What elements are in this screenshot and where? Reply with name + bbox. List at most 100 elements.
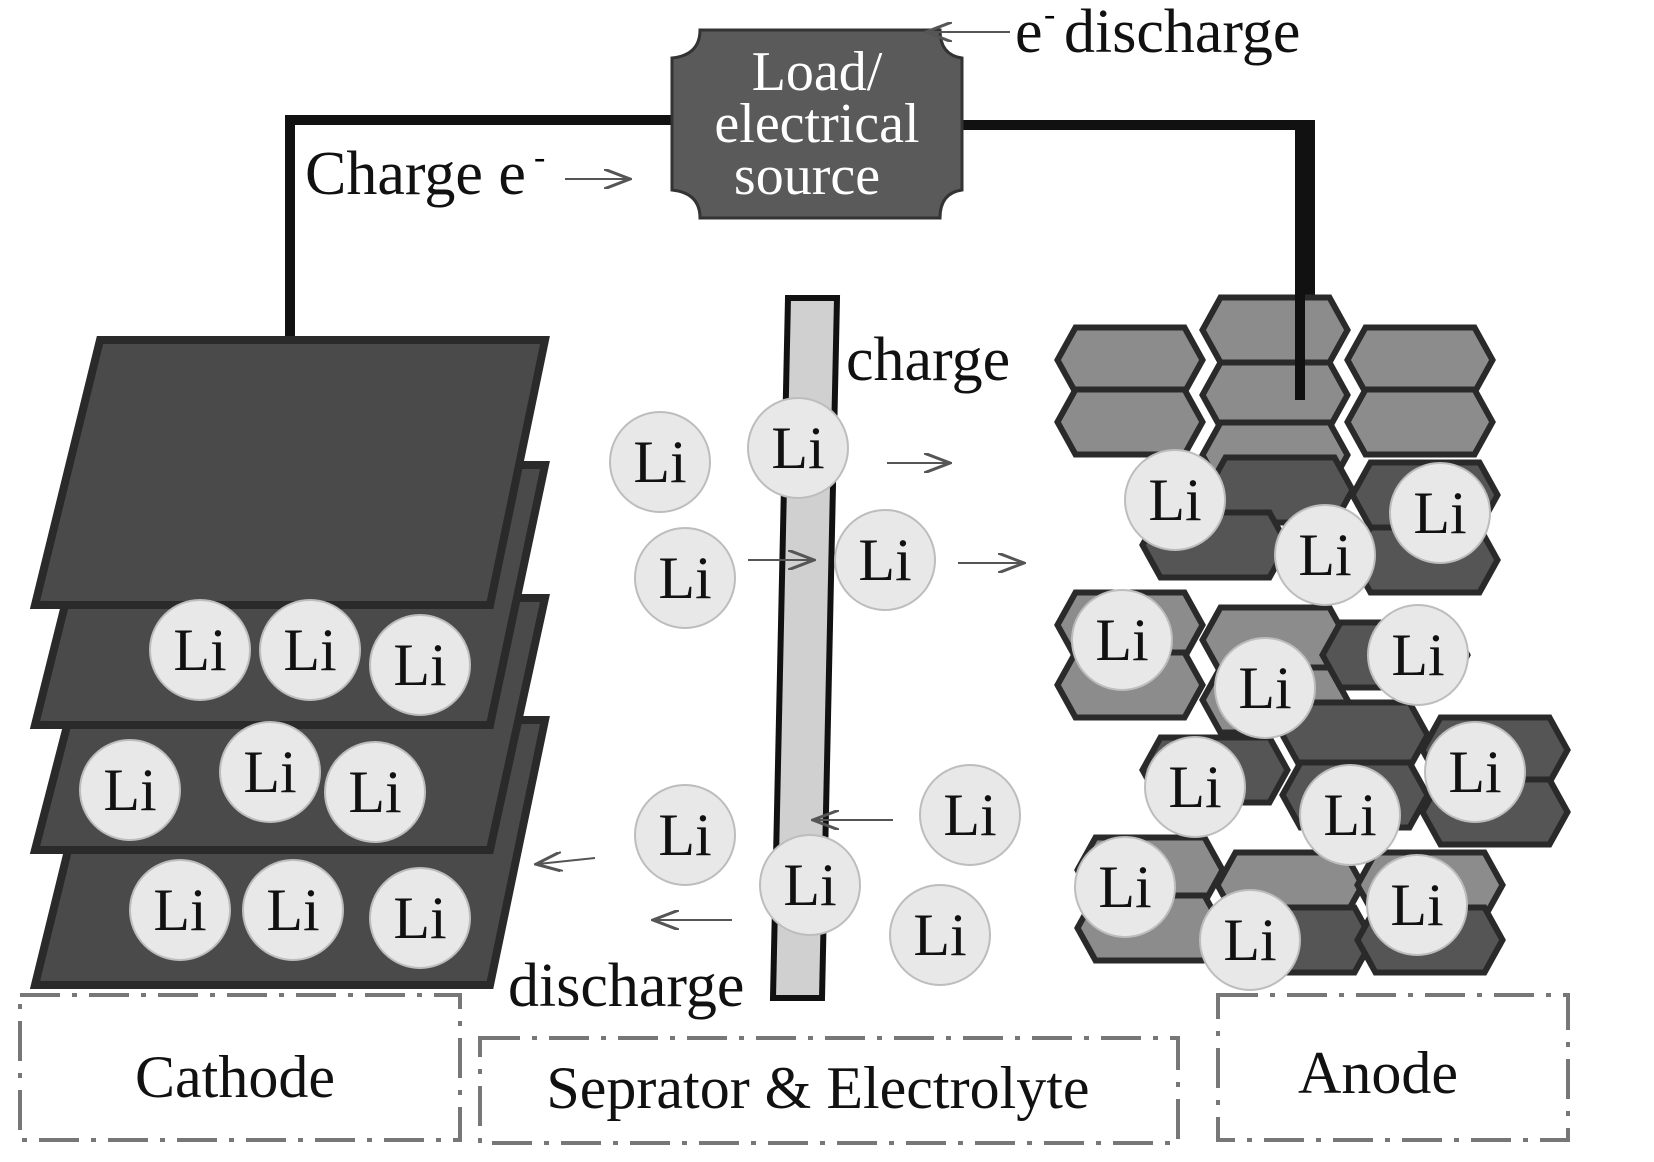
cathode-plate-1 — [29, 336, 550, 609]
li-ion-circle — [1367, 604, 1469, 706]
li-ion: Li — [79, 739, 181, 841]
anode-region-label: Anode — [1298, 1040, 1458, 1106]
li-ion-label: Li — [153, 877, 206, 943]
li-ion-circle — [1274, 504, 1376, 606]
anode-hexagon — [1054, 386, 1206, 458]
li-ion-circle — [369, 867, 471, 969]
li-ion-circle — [609, 411, 711, 513]
li-ion: Li — [219, 721, 321, 823]
li-ion-label: Li — [771, 415, 824, 481]
li-ion: Li — [1214, 637, 1316, 739]
li-ion-label: Li — [1168, 754, 1221, 820]
li-ion-label: Li — [1390, 872, 1443, 938]
discharge-electron-e: e — [1015, 0, 1043, 66]
li-ion-circle — [634, 784, 736, 886]
li-ion-label: Li — [1238, 655, 1291, 721]
li-ion-label: Li — [1098, 854, 1151, 920]
li-ion: Li — [1124, 449, 1226, 551]
li-ion: Li — [634, 784, 736, 886]
discharge-electron-sup: - — [1044, 0, 1055, 33]
li-ion: Li — [129, 859, 231, 961]
li-ion: Li — [1424, 721, 1526, 823]
li-ion-label: Li — [348, 759, 401, 825]
li-ion: Li — [634, 527, 736, 629]
anode-region-box — [1216, 993, 1570, 1142]
li-ion: Li — [324, 741, 426, 843]
li-ion-circle — [1124, 449, 1226, 551]
li-ion-circle — [259, 599, 361, 701]
li-ion-circle — [1214, 637, 1316, 739]
li-ion: Li — [759, 834, 861, 936]
li-ion-circle — [1144, 736, 1246, 838]
discharge-label: discharge — [508, 952, 744, 1020]
li-ion-label: Li — [658, 802, 711, 868]
li-ion: Li — [1366, 854, 1468, 956]
charge-electron-label-group: Charge e - — [305, 139, 628, 208]
li-ion-circle — [1199, 889, 1301, 991]
li-ion-circle — [149, 599, 251, 701]
li-ion: Li — [1074, 836, 1176, 938]
li-ion-label: Li — [943, 782, 996, 848]
li-ion-circle — [1071, 589, 1173, 691]
anode-hexagon — [1199, 294, 1351, 366]
li-ion-label: Li — [393, 632, 446, 698]
li-ion: Li — [1367, 604, 1469, 706]
li-ion: Li — [1299, 764, 1401, 866]
region-boxes: Cathode Seprator & Electrolyte Anode — [18, 993, 1570, 1145]
li-ion-circle — [1074, 836, 1176, 938]
li-ion-label: Li — [1148, 467, 1201, 533]
charge-electron-sup: - — [534, 139, 545, 176]
li-ion-label: Li — [103, 757, 156, 823]
li-ion-circle — [324, 741, 426, 843]
charge-electron-word: Charge e — [305, 140, 526, 208]
charge-label: charge — [846, 326, 1010, 394]
li-ion: Li — [834, 509, 936, 611]
cathode-region-label: Cathode — [135, 1044, 335, 1110]
discharge-electron-label-group: e - discharge — [928, 0, 1300, 66]
li-ion-label: Li — [1095, 607, 1148, 673]
discharge-electron-word: discharge — [1064, 0, 1300, 66]
li-ion-label: Li — [266, 877, 319, 943]
li-ion: Li — [889, 884, 991, 986]
li-ion-label: Li — [858, 527, 911, 593]
li-ion-circle — [129, 859, 231, 961]
li-ion: Li — [369, 614, 471, 716]
li-ion-circle — [834, 509, 936, 611]
separator-region-label: Seprator & Electrolyte — [546, 1055, 1089, 1121]
li-ion: Li — [1071, 589, 1173, 691]
li-ion-label: Li — [393, 885, 446, 951]
li-ion-label: Li — [1391, 622, 1444, 688]
li-ion-circle — [634, 527, 736, 629]
li-ion-circle — [1299, 764, 1401, 866]
li-ion: Li — [259, 599, 361, 701]
li-ion: Li — [747, 397, 849, 499]
li-ion: Li — [242, 859, 344, 961]
li-ion-label: Li — [913, 902, 966, 968]
li-ion: Li — [1389, 462, 1491, 564]
li-ion: Li — [1144, 736, 1246, 838]
discharge-arrow-2 — [538, 858, 596, 864]
wire-left — [285, 115, 672, 432]
li-ion-circle — [919, 764, 1021, 866]
anode-hexagon — [1344, 324, 1496, 396]
separator-region-box — [478, 1036, 1180, 1145]
li-ion-circle — [1389, 462, 1491, 564]
li-ion: Li — [1199, 889, 1301, 991]
li-ion-label: Li — [1448, 739, 1501, 805]
load-box-shape — [670, 28, 964, 220]
li-ion-label: Li — [1413, 480, 1466, 546]
load-source-box: Load/ electrical source — [670, 28, 964, 220]
li-ion-circle — [369, 614, 471, 716]
load-box-line2: electrical — [714, 93, 919, 155]
li-ion-circle — [242, 859, 344, 961]
load-box-line3: source — [734, 145, 880, 207]
li-ion-label: Li — [633, 429, 686, 495]
load-box-line1: Load/ — [752, 41, 883, 103]
li-ion-circle — [79, 739, 181, 841]
anode-hexagon — [1199, 359, 1351, 431]
li-ion-label: Li — [173, 617, 226, 683]
li-ion-label: Li — [783, 852, 836, 918]
